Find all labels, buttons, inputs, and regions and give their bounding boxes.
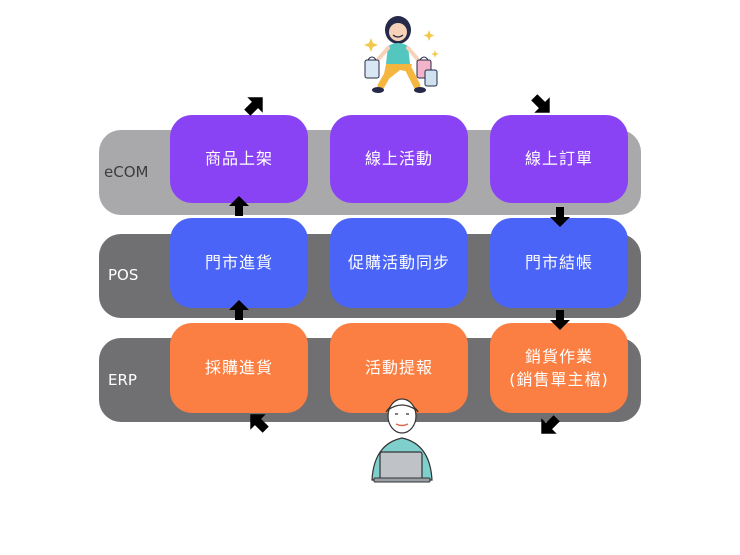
- arrow-down-icon: [550, 207, 570, 227]
- box-label: 線上活動: [364, 149, 433, 169]
- pos-layer-label: POS: [108, 266, 139, 284]
- box-label: 銷貨作業 (銷售單主檔): [509, 346, 609, 389]
- shopper-illustration: [364, 16, 439, 93]
- erp-box-purchase-receiving: 採購進貨: [170, 323, 308, 413]
- arrow-down-icon: [550, 310, 570, 330]
- laptop-worker-illustration: [371, 398, 433, 483]
- ecom-box-online-campaign: 線上活動: [330, 115, 468, 203]
- arrow-down-right-icon: [531, 94, 550, 113]
- ecom-layer-label: eCOM: [104, 163, 149, 181]
- box-label: 門市結帳: [524, 253, 593, 273]
- arrow-up-left-icon: [250, 414, 269, 433]
- pos-box-store-checkout: 門市結帳: [490, 218, 628, 308]
- ecom-box-product-listing: 商品上架: [170, 115, 308, 203]
- box-label: 門市進貨: [204, 253, 273, 273]
- arrow-up-right-icon: [244, 97, 263, 116]
- erp-box-campaign-submission: 活動提報: [330, 323, 468, 413]
- box-label: 活動提報: [364, 358, 433, 378]
- pos-box-promo-sync: 促購活動同步: [330, 218, 468, 308]
- erp-box-sales-operation: 銷貨作業 (銷售單主檔): [490, 323, 628, 413]
- erp-layer-label: ERP: [108, 371, 137, 389]
- pos-box-store-restock: 門市進貨: [170, 218, 308, 308]
- box-label: 商品上架: [204, 149, 273, 169]
- arrow-up-icon: [229, 196, 249, 216]
- box-label: 採購進貨: [204, 358, 273, 378]
- ecom-box-online-order: 線上訂單: [490, 115, 628, 203]
- arrow-up-icon: [229, 300, 249, 320]
- box-label: 線上訂單: [524, 149, 593, 169]
- box-label: 促購活動同步: [347, 253, 450, 273]
- arrow-down-left-icon: [541, 415, 560, 434]
